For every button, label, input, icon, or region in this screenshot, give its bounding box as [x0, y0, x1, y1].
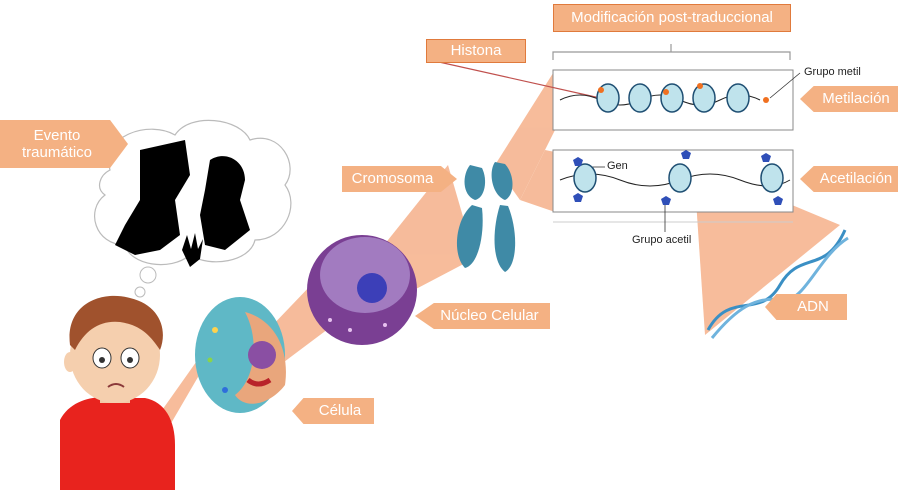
evento-line1: Evento [33, 126, 81, 144]
methyl-groups [598, 83, 769, 103]
person-mouth [107, 383, 125, 388]
modification-bracket [552, 44, 791, 60]
nucleosome-m5 [726, 83, 750, 113]
metilacion-label: Metilación [822, 90, 890, 108]
adn-tag: ADN [765, 294, 847, 320]
nucleosome-a2 [668, 163, 692, 193]
evento-traumatico-tag: Evento traumático [0, 120, 128, 168]
grupo-metil-label: Grupo metil [804, 66, 861, 78]
histona-label: Histona [450, 42, 502, 60]
acetyl-pent-1 [573, 157, 583, 166]
grupo-acetil-label: Grupo acetil [632, 234, 692, 246]
acetyl-pent-6 [773, 196, 783, 205]
beam-gene-to-dna [695, 175, 840, 335]
person-pupil-right [127, 357, 133, 363]
nucleus-pore-2 [348, 328, 352, 332]
person-shirt [60, 397, 175, 490]
modificacion-tag: Modificación post-traduccional [553, 4, 791, 32]
chromosome-illustration [456, 162, 516, 272]
trauma-hand [182, 233, 203, 267]
nucleus-illustration [307, 235, 417, 345]
beam-chromosome-to-histone [495, 70, 555, 200]
chromosome-arm-left-top [464, 165, 486, 200]
cell-dot-1 [212, 327, 218, 333]
metil-leader-line [769, 72, 801, 99]
cell-dot-3 [207, 357, 213, 363]
person-hair [69, 295, 163, 350]
cell-organelle [246, 377, 272, 387]
cell-dot-2 [222, 387, 228, 393]
celula-label: Célula [318, 402, 362, 420]
person-ear-left [64, 352, 76, 372]
metilacion-tag: Metilación [800, 86, 898, 112]
methyl-dot-1 [598, 87, 604, 93]
nucleo-label: Núcleo Celular [440, 307, 539, 325]
thought-cloud [94, 119, 292, 298]
trauma-silhouette-right [200, 156, 250, 250]
chromosome-arm-right-bottom [494, 205, 516, 272]
methyl-dot-2 [663, 89, 669, 95]
cromosoma-tag: Cromosoma [342, 166, 457, 192]
methyl-nucleosomes [596, 83, 750, 113]
histona-tag: Histona [426, 39, 526, 63]
nucleolus [357, 273, 387, 303]
gen-label: Gen [607, 160, 628, 172]
person-pupil-left [99, 357, 105, 363]
person-face [70, 307, 160, 403]
cell-illustration [195, 297, 286, 413]
acetyl-nucleosomes [573, 163, 784, 193]
nucleus-pore-1 [328, 318, 332, 322]
acetyl-groups [573, 150, 783, 205]
nucleosome-m2 [628, 83, 652, 113]
histona-leader-line [429, 59, 601, 99]
cloud-tail-small [134, 286, 146, 298]
acetyl-pent-2 [573, 193, 583, 202]
nucleus-pore-3 [383, 323, 387, 327]
acetyl-pent-5 [761, 153, 771, 162]
acetyl-pent-4 [661, 196, 671, 205]
chromosome-arm-right-top [491, 162, 513, 200]
adn-label: ADN [797, 298, 829, 316]
beam-histone-to-acetyl [520, 150, 555, 212]
evento-line2: traumático [21, 144, 93, 161]
cloud-tail-large [139, 266, 157, 284]
nucleosome-m3 [660, 83, 684, 113]
nucleosome-a1 [573, 163, 597, 193]
nucleosome-a3 [760, 163, 784, 193]
acetilacion-label: Acetilación [819, 170, 893, 188]
nucleosome-m4 [692, 83, 716, 113]
chromosome-arm-left-bottom [456, 205, 483, 268]
nucleo-tag: Núcleo Celular [415, 303, 550, 329]
acetyl-pent-3 [681, 150, 691, 159]
cromosoma-label: Cromosoma [351, 170, 434, 188]
histone-panel [429, 44, 801, 232]
zoom-beams [148, 70, 840, 456]
methyl-dot-4 [763, 97, 769, 103]
cell-nucleus [248, 341, 276, 369]
methyl-dot-3 [697, 83, 703, 89]
trauma-silhouette-left [115, 140, 190, 255]
celula-tag: Célula [292, 398, 374, 424]
acetilacion-tag: Acetilación [800, 166, 898, 192]
person-illustration [60, 295, 175, 490]
dna-strand-a [706, 229, 847, 331]
modificacion-label: Modificación post-traduccional [571, 9, 773, 27]
